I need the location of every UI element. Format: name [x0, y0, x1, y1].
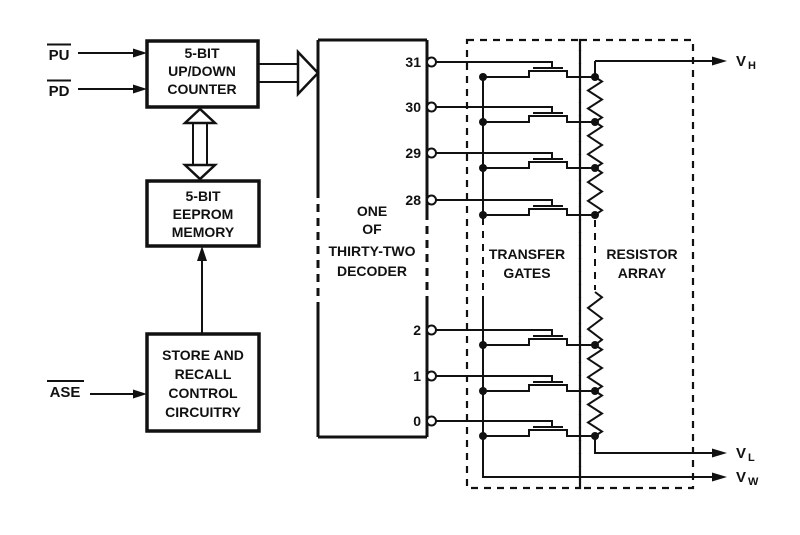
decoder-label-line4: DECODER: [337, 263, 407, 279]
decoder-pin-label-28: 28: [405, 192, 421, 208]
pin-circle-2: [426, 324, 437, 336]
eeprom-label-line2: EEPROM: [173, 206, 234, 222]
pin-circle-30: [426, 101, 437, 113]
resistor-array-label-line1: RESISTOR: [606, 246, 677, 262]
decoder-label-line2: OF: [362, 221, 382, 237]
store-label-line2: RECALL: [175, 366, 232, 382]
store-label-line3: CONTROL: [168, 385, 238, 401]
pu-arrowhead-icon: [133, 48, 147, 58]
resistor-icon-6: [586, 390, 604, 437]
bidir-down-arrowhead-icon: [181, 163, 219, 181]
store-label-line1: STORE AND: [162, 347, 244, 363]
output-vh: V H: [595, 53, 756, 72]
transfer-gate-icon-29: [435, 152, 600, 173]
pd-label: PD: [49, 83, 70, 100]
input-pu: PU: [47, 43, 147, 64]
eeprom-box: [145, 179, 261, 248]
counter-box: [145, 39, 260, 109]
output-vl: V L: [594, 436, 755, 464]
decoder-pin-circles: [426, 56, 437, 427]
decoder-pin-label-31: 31: [405, 54, 421, 70]
decoder-pin-label-1: 1: [413, 368, 421, 384]
resistor-array-border: [578, 38, 695, 490]
transfer-gate-icon-0: [435, 420, 600, 441]
decoder-block: ONE OF THIRTY-TWO DECODER 31 30 29 28 2 …: [316, 38, 429, 439]
decoder-pin-label-30: 30: [405, 99, 421, 115]
resistor-icon-3: [586, 167, 604, 216]
transfer-gates-label-line2: GATES: [503, 265, 550, 281]
transfer-gate-icon-30: [435, 106, 600, 127]
input-ase: ASE: [47, 380, 147, 401]
resistor-icon-1: [586, 76, 604, 123]
pin-circle-0: [426, 415, 437, 427]
store-eeprom-arrowhead-icon: [197, 246, 207, 261]
pin-circle-1: [426, 370, 437, 382]
eeprom-block: 5-BIT EEPROM MEMORY: [145, 179, 261, 248]
transfer-gates-box: TRANSFER GATES: [465, 38, 582, 490]
counter-label-line3: COUNTER: [167, 81, 236, 97]
pu-label: PU: [49, 47, 70, 64]
transfer-gate-icon-31: [435, 61, 600, 82]
bus-arrowhead-icon: [296, 48, 320, 98]
decoder-pin-label-0: 0: [413, 413, 421, 429]
vh-arrowhead-icon: [712, 56, 727, 66]
pin-circle-31: [426, 56, 437, 68]
store-recall-block: STORE AND RECALL CONTROL CIRCUITRY: [145, 332, 261, 433]
vw-label-sub: W: [748, 476, 759, 488]
decoder-pin-label-2: 2: [413, 322, 421, 338]
vw-arrowhead-icon: [712, 472, 727, 482]
ase-label: ASE: [50, 384, 81, 401]
pd-arrowhead-icon: [133, 84, 147, 94]
wiper-bus-lower: [482, 298, 713, 478]
bidir-up-arrowhead-icon: [181, 107, 219, 125]
vl-label: V: [736, 445, 746, 462]
resistor-array-label-line2: ARRAY: [618, 265, 667, 281]
decoder-label-line3: THIRTY-TWO: [328, 243, 415, 259]
vl-label-sub: L: [748, 452, 755, 464]
resistor-chain: [586, 61, 604, 437]
output-vw: V W: [712, 469, 759, 488]
eeprom-label-line3: MEMORY: [172, 224, 235, 240]
vl-arrowhead-icon: [712, 448, 727, 458]
counter-eeprom-bidir-arrow: [181, 107, 219, 181]
resistor-icon-5: [586, 344, 604, 392]
store-eeprom-arrow: [197, 246, 207, 334]
input-pd: PD: [47, 79, 147, 100]
vw-label: V: [736, 469, 746, 486]
counter-label-line2: UP/DOWN: [168, 63, 236, 79]
pin-circle-28: [426, 194, 437, 206]
counter-decoder-bus-arrow: [258, 48, 320, 98]
decoder-pin-label-29: 29: [405, 145, 421, 161]
pin-circle-29: [426, 147, 437, 159]
transfer-gate-icon-1: [435, 375, 600, 396]
transfer-gates-label-line1: TRANSFER: [489, 246, 565, 262]
decoder-label-line1: ONE: [357, 203, 387, 219]
resistor-icon-4: [586, 291, 604, 346]
counter-label-line1: 5-BIT: [185, 45, 220, 61]
wiper-bus: [482, 77, 713, 478]
transfer-gate-icon-28: [435, 199, 600, 220]
counter-block: 5-BIT UP/DOWN COUNTER: [145, 39, 260, 109]
store-label-line4: CIRCUITRY: [165, 404, 241, 420]
eeprom-label-line1: 5-BIT: [186, 188, 221, 204]
ase-arrowhead-icon: [133, 389, 147, 399]
vl-wire: [594, 436, 713, 454]
transfer-gates-border: [465, 38, 582, 490]
transfer-gate-icon-2: [435, 329, 600, 350]
resistor-array-box: RESISTOR ARRAY: [578, 38, 695, 490]
vh-label-sub: H: [748, 60, 756, 72]
vh-label: V: [736, 53, 746, 70]
resistor-icon-2: [586, 121, 604, 169]
